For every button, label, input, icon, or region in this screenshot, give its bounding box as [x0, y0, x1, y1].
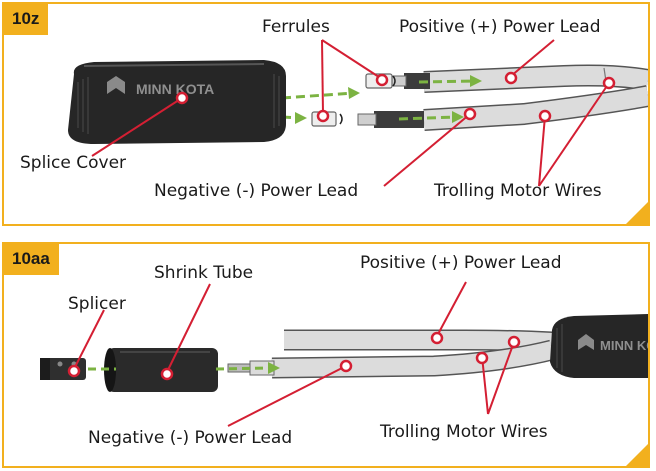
- minn-kota-logo-icon: [578, 334, 594, 350]
- step-10aa-panel: 10aa MINN KOTA: [2, 242, 650, 468]
- step-label-10z: 10z: [4, 4, 49, 35]
- trolling-motor-wires-label: Trolling Motor Wires: [380, 422, 548, 442]
- diagram-10aa: MINN KOTA: [40, 281, 648, 427]
- splice-cover-logo-text: MINN KOTA: [136, 81, 214, 97]
- splice-cover-logo-text: MINN KOTA: [600, 338, 648, 353]
- negative-lead-end: [357, 111, 424, 128]
- callout-lines: [73, 281, 515, 427]
- minn-kota-logo-icon: [107, 76, 125, 94]
- splice-cover-label: Splice Cover: [20, 153, 127, 173]
- shrink-tube: [104, 348, 218, 392]
- panel-corner-accent: [626, 444, 648, 466]
- assembly-arrows: [88, 362, 280, 374]
- splice-cover: MINN KOTA: [550, 314, 648, 378]
- diagram-10z: MINN KOTA: [68, 39, 648, 187]
- step-10z-panel: 10z: [2, 2, 650, 226]
- positive-lead-label: Positive (+) Power Lead: [360, 253, 562, 273]
- arrow-heads: [295, 75, 482, 124]
- callout-circles: [175, 71, 616, 123]
- step-label-10aa: 10aa: [4, 244, 59, 275]
- positive-lead-label: Positive (+) Power Lead: [399, 17, 601, 37]
- splicer-label: Splicer: [68, 294, 126, 314]
- panel-corner-accent: [626, 202, 648, 224]
- ferrules-label: Ferrules: [262, 17, 330, 37]
- callout-lines: [91, 39, 610, 187]
- trolling-motor-wires: [271, 329, 555, 379]
- shrink-tube-label: Shrink Tube: [154, 263, 254, 283]
- callout-circles: [67, 331, 521, 381]
- negative-lead-label: Negative (-) Power Lead: [88, 428, 293, 448]
- negative-lead-label: Negative (-) Power Lead: [154, 181, 359, 201]
- trolling-motor-wires: [423, 64, 648, 131]
- trolling-motor-wires-label: Trolling Motor Wires: [434, 181, 602, 201]
